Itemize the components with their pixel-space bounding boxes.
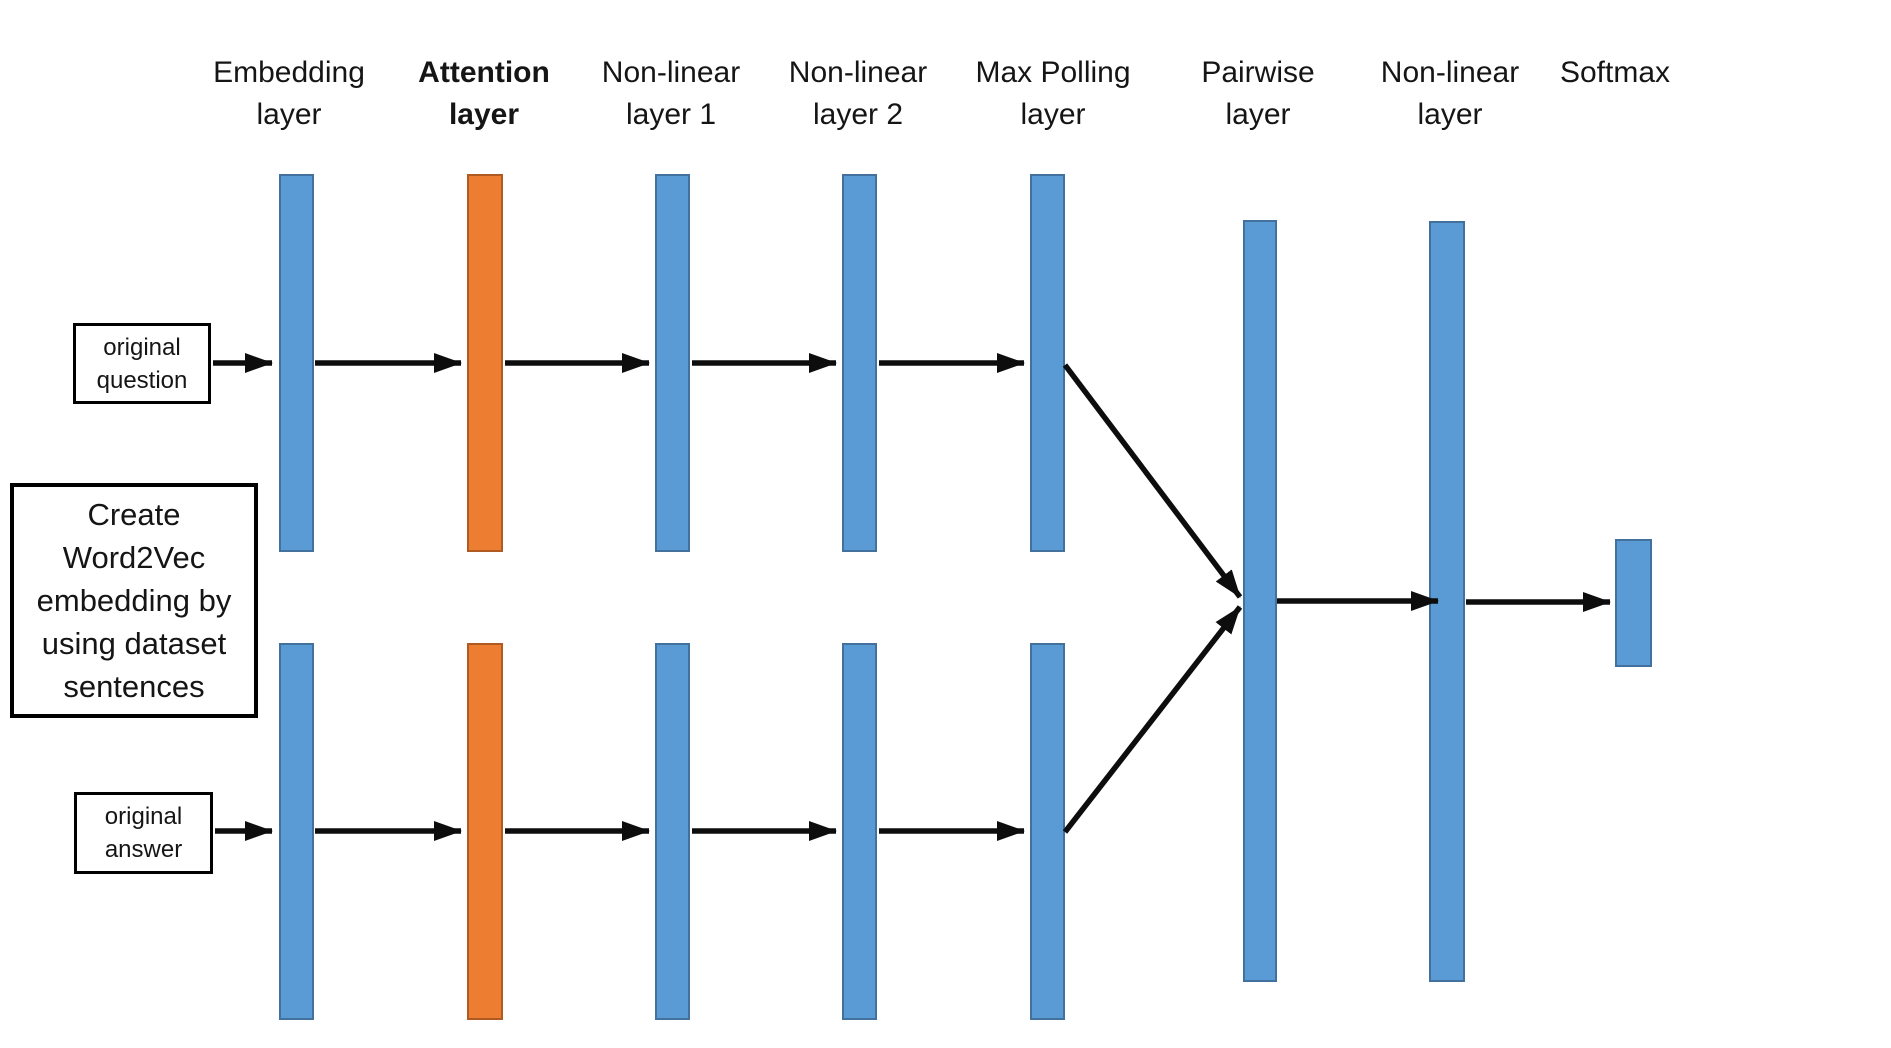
pairwise-layer-bar [1243,220,1277,982]
header-max-polling-layer: Max Polling layer [958,52,1148,136]
embedding-layer-bar-question [279,174,314,552]
softmax-bar [1615,539,1652,667]
header-line: layer [1417,98,1483,131]
header-embedding-layer: Embedding layer [194,52,384,136]
original-question-box: original question [73,323,211,404]
arrow-maxpolling-a-to-pairwise [1062,605,1243,834]
header-line: layer [448,98,520,131]
non-linear-layer-2-bar-question [842,174,877,552]
non-linear-layer-bar [1429,221,1465,982]
header-line: layer 2 [812,98,904,131]
header-line: Max Polling [975,56,1131,89]
header-line: layer 1 [625,98,717,131]
header-pairwise-layer: Pairwise layer [1163,52,1353,136]
header-line: Attention [418,56,550,89]
embedding-layer-bar-answer [279,643,314,1020]
header-line: Embedding [213,56,365,89]
header-line: Softmax [1559,56,1671,89]
header-non-linear-layer-1: Non-linear layer 1 [576,52,766,136]
original-answer-box: original answer [74,792,213,874]
attention-layer-bar-answer [467,643,503,1020]
header-line: layer [1020,98,1086,131]
header-line: Non-linear [601,56,741,89]
original-answer-label: original answer [104,803,183,863]
header-line: Non-linear [788,56,928,89]
non-linear-layer-1-bar-question [655,174,690,552]
word2vec-note-label: Create Word2Vec embedding by using datas… [36,497,232,704]
word2vec-note-box: Create Word2Vec embedding by using datas… [10,483,258,718]
max-polling-layer-bar-answer [1030,643,1065,1020]
non-linear-layer-2-bar-answer [842,643,877,1020]
header-non-linear-layer: Non-linear layer [1355,52,1545,136]
header-non-linear-layer-2: Non-linear layer 2 [763,52,953,136]
header-line: layer [256,98,322,131]
non-linear-layer-1-bar-answer [655,643,690,1020]
header-attention-layer: Attention layer [389,52,579,136]
header-line: layer [1225,98,1291,131]
max-polling-layer-bar-question [1030,174,1065,552]
attention-layer-bar-question [467,174,503,552]
original-question-label: original question [96,333,188,394]
header-line: Non-linear [1380,56,1520,89]
header-softmax: Softmax [1520,52,1710,94]
header-line: Pairwise [1201,56,1315,89]
arrow-maxpolling-q-to-pairwise [1062,363,1243,599]
